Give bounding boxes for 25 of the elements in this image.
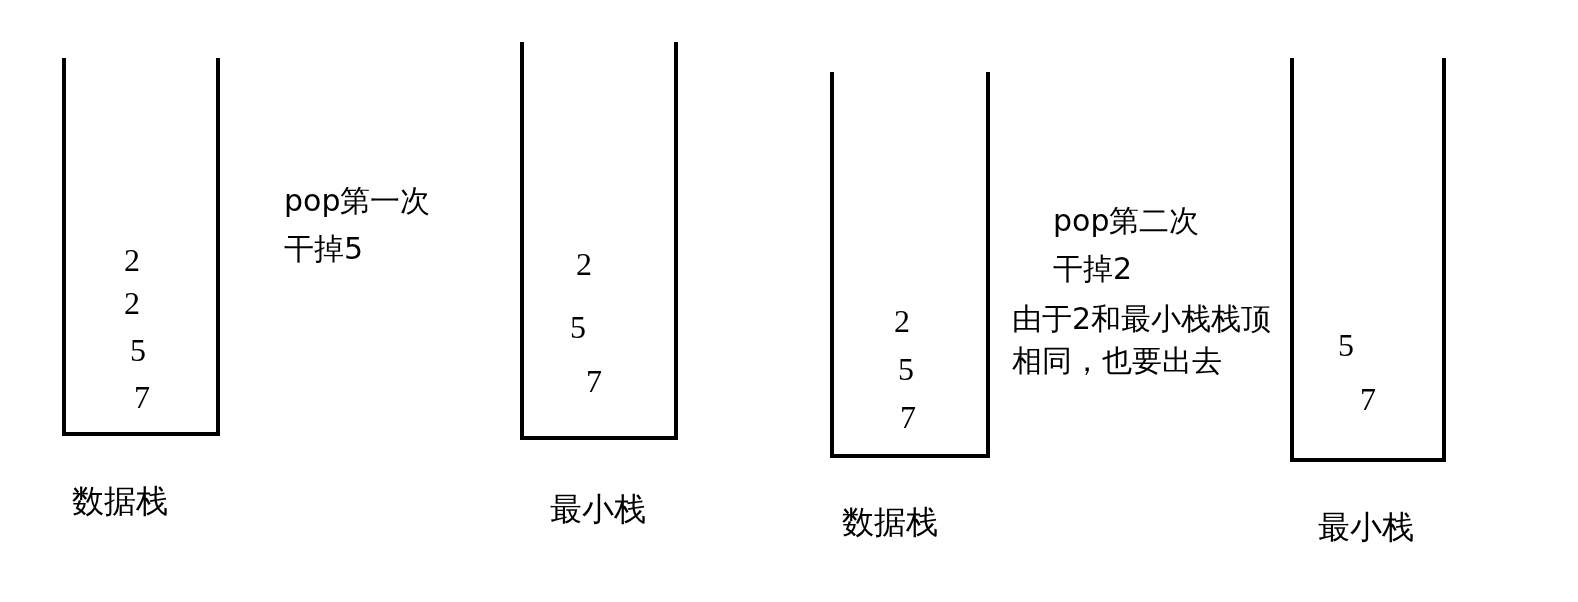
stack-container [1290,58,1446,462]
note-text: pop第二次 [1053,202,1200,240]
stack-caption: 数据栈 [842,503,938,541]
stack-value: 5 [1338,328,1354,362]
stack-caption: 最小栈 [550,490,646,528]
stack-container [830,72,990,458]
stack-value: 2 [124,243,140,277]
stack-value: 2 [124,286,140,320]
stack-caption: 数据栈 [72,482,168,520]
stack-value: 2 [894,304,910,338]
stack-value: 5 [570,310,586,344]
stack-caption: 最小栈 [1318,508,1414,546]
note-text: 干掉2 [1053,250,1133,288]
note-text: pop第一次 [284,182,431,220]
stack-value: 7 [900,400,916,434]
note-text: 干掉5 [284,230,364,268]
note-text: 由于2和最小栈栈顶相同，也要出去 [1012,300,1273,380]
stack-value: 7 [586,364,602,398]
stack-value: 5 [898,352,914,386]
stack-container [62,58,220,436]
stack-value: 5 [130,333,146,367]
stack-container [520,42,678,440]
stack-value: 2 [576,247,592,281]
stack-value: 7 [134,380,150,414]
stack-value: 7 [1360,382,1376,416]
